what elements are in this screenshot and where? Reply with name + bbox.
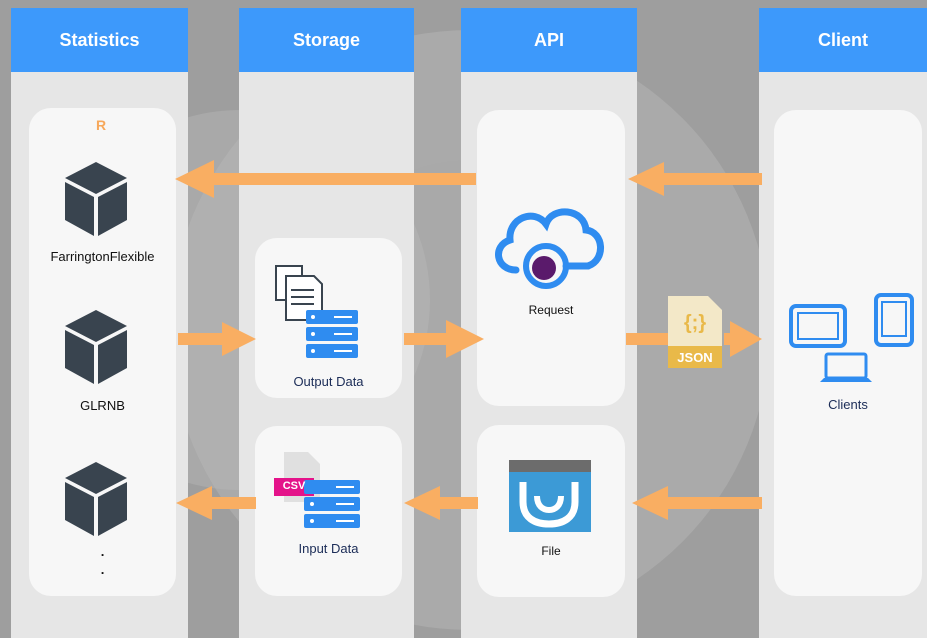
cube-icon <box>65 310 127 384</box>
farrington-flexible-label: FarringtonFlexible <box>50 249 155 264</box>
storage-header: Storage <box>239 8 414 72</box>
r-language-label: R <box>96 117 107 133</box>
input-data-label: Input Data <box>298 541 359 556</box>
cube-icon <box>65 462 127 536</box>
more-models-dot-1: . <box>100 544 105 559</box>
client-header: Client <box>759 8 927 72</box>
request-label: Request <box>528 303 574 317</box>
file-service-icon <box>509 460 591 532</box>
json-badge: JSON <box>677 350 713 365</box>
cloud-request-icon <box>495 208 604 289</box>
clients-label: Clients <box>828 397 868 412</box>
output-data-label: Output Data <box>293 374 364 389</box>
file-label: File <box>541 544 561 558</box>
more-models-dot-2: . <box>100 562 105 577</box>
api-header: API <box>461 8 637 72</box>
glrnb-label: GLRNB <box>80 398 125 413</box>
documents-database-icon <box>275 265 358 358</box>
json-file-icon <box>668 296 722 368</box>
csv-database-icon <box>274 452 360 528</box>
statistics-header: Statistics <box>11 8 188 72</box>
cube-icon <box>65 162 127 236</box>
devices-icon <box>789 293 914 382</box>
json-braces: {;} <box>683 312 707 334</box>
csv-badge: CSV <box>282 480 306 492</box>
